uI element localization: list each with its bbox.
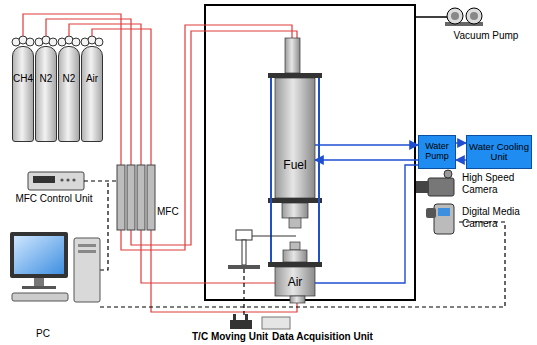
node-text: Air xyxy=(288,275,303,289)
vacuum-pump-label: Vacuum Pump xyxy=(440,30,532,42)
controller-label: MFC Control Unit xyxy=(6,193,102,205)
gas-cylinder: CH4 xyxy=(12,46,34,142)
node-text: N2 xyxy=(63,73,76,84)
node-text: Water Cooling Unit xyxy=(469,142,529,163)
coolant-line xyxy=(315,165,418,283)
unit-label: Data Acquisition Unit xyxy=(272,331,373,343)
camera-label: High Speed Camera xyxy=(462,172,534,195)
gas-cylinder: N2 xyxy=(58,46,80,142)
burner-body: Fuel xyxy=(275,140,315,190)
node-text: N2 xyxy=(40,73,53,84)
node-text: Fuel xyxy=(283,158,306,172)
coolant-line xyxy=(456,159,466,160)
node-text: Air xyxy=(86,73,98,84)
coolant-line xyxy=(315,159,418,160)
cooling-box: Water Cooling Unit xyxy=(466,135,532,169)
camera-label: Digital Media Camera xyxy=(462,206,534,229)
burner-body: Air xyxy=(275,268,315,296)
pump-box: Water Pump xyxy=(418,135,456,169)
node-text: CH4 xyxy=(13,73,33,84)
gas-cylinder: N2 xyxy=(35,46,57,142)
coolant-line xyxy=(315,144,418,145)
unit-label: T/C Moving Unit xyxy=(192,331,268,343)
coolant-line xyxy=(456,142,466,143)
gas-cylinder: Air xyxy=(81,46,103,142)
mfc-label: MFC xyxy=(157,206,187,218)
pc-label: PC xyxy=(28,328,58,340)
node-text: Water Pump xyxy=(420,142,454,162)
